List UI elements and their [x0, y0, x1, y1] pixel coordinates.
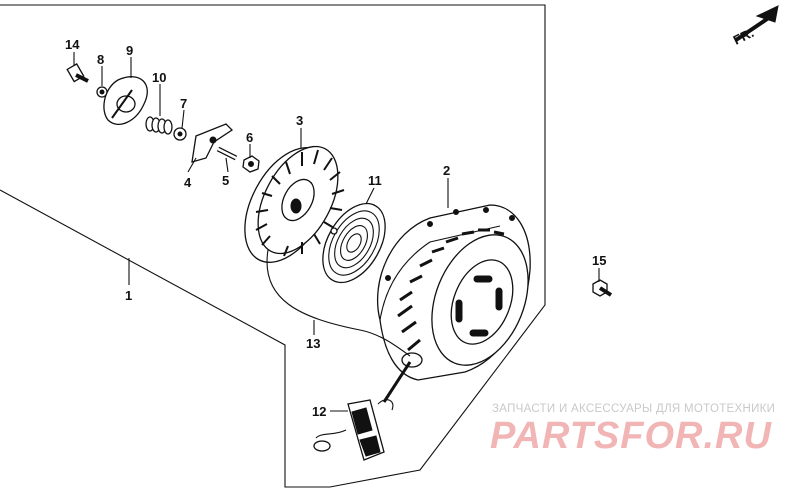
callout-1: 1	[125, 288, 132, 303]
callout-13: 13	[306, 336, 320, 351]
front-direction-arrow	[734, 5, 779, 42]
part-ratchet-4	[191, 123, 234, 163]
callout-9: 9	[126, 43, 133, 58]
part-reel-3	[244, 145, 345, 263]
assembly-outline	[0, 4, 546, 488]
rope-to-handle	[382, 361, 412, 403]
part-friction-plate-9	[103, 76, 148, 125]
callout-10: 10	[152, 70, 166, 85]
part-bolt-14	[66, 63, 89, 83]
callout-14: 14	[65, 37, 80, 52]
part-rope-13	[266, 249, 411, 357]
part-spiral-spring-11	[322, 202, 386, 284]
callout-7: 7	[180, 96, 187, 111]
callout-3: 3	[296, 113, 303, 128]
callout-12: 12	[312, 404, 326, 419]
watermark-subtitle: ЗАПЧАСТИ И АКСЕССУАРЫ ДЛЯ МОТОТЕХНИКИ	[492, 403, 775, 415]
watermark-logo: PARTSFOR.RU	[490, 415, 772, 457]
callout-11: 11	[368, 173, 382, 188]
part-bolt-15	[592, 279, 613, 297]
part-washer-7	[173, 127, 187, 141]
callout-8: 8	[97, 52, 104, 67]
part-pin-5	[216, 146, 238, 161]
callout-6: 6	[246, 130, 253, 145]
part-nut-6	[242, 155, 260, 173]
callout-2: 2	[443, 163, 450, 178]
part-starter-case-2	[376, 204, 531, 381]
callout-5: 5	[222, 173, 229, 188]
part-spring-10	[145, 116, 173, 135]
part-handle-12	[313, 399, 394, 461]
leader-lines	[73, 52, 600, 412]
callout-15: 15	[592, 253, 606, 268]
callout-4: 4	[184, 175, 192, 190]
